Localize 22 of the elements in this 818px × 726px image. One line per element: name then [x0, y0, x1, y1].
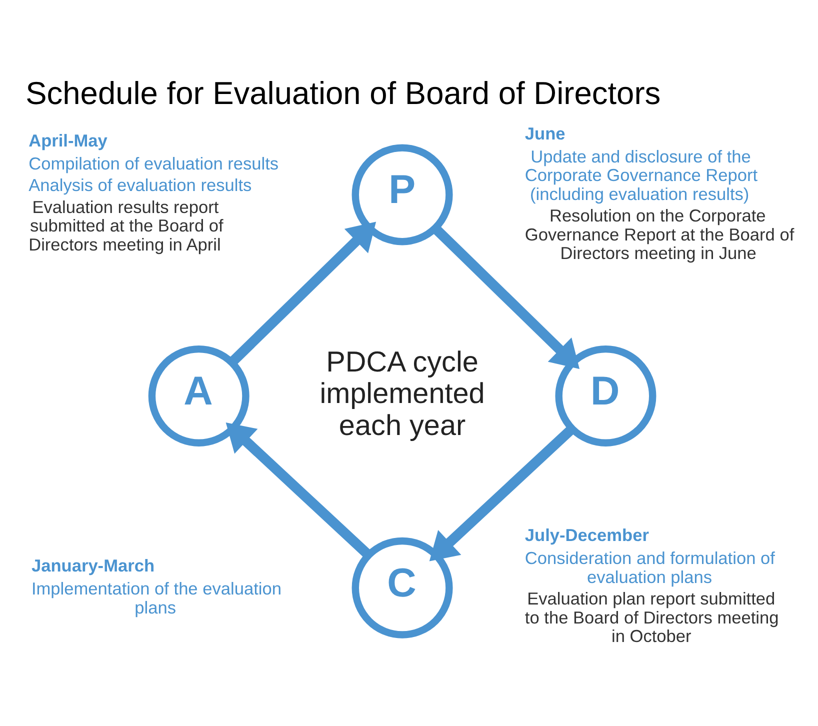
node-label: Compilation of evaluation results — [28, 153, 278, 174]
node-label: July-December — [524, 524, 648, 545]
arrow — [428, 424, 575, 561]
node-label: Evaluation results report submitted at the Board of Directors meeting in April — [28, 196, 223, 254]
arrow — [431, 224, 580, 368]
node-circle: C — [351, 536, 452, 638]
arrow — [225, 422, 372, 558]
node-label: Implementation of the evaluation plans — [30, 578, 281, 617]
arrow — [228, 221, 376, 366]
node-label: Update and disclosure of the Corporate Governance Report (including evaluation results) — [524, 146, 758, 204]
node-circle: P — [351, 144, 452, 245]
node-label: June — [524, 122, 565, 143]
node-circle: A — [148, 344, 249, 446]
node-label: Analysis of evaluation results — [28, 174, 252, 195]
label: PDCA cycle implemented each year — [319, 346, 484, 442]
node-label: Evaluation plan report submitted to the Board of Directors meeting in October — [524, 588, 778, 646]
node-label: Consideration and formulation of evaluation plans — [524, 548, 774, 586]
node-circle: D — [554, 344, 656, 446]
node-label: January-March — [30, 554, 154, 575]
node-label: April-May — [28, 130, 107, 150]
diagram-title: Schedule for Evaluation of Board of Directors — [25, 74, 660, 110]
node-label: Resolution on the Corporate Governance Report at the Board of Directors meeting in June — [524, 205, 794, 263]
